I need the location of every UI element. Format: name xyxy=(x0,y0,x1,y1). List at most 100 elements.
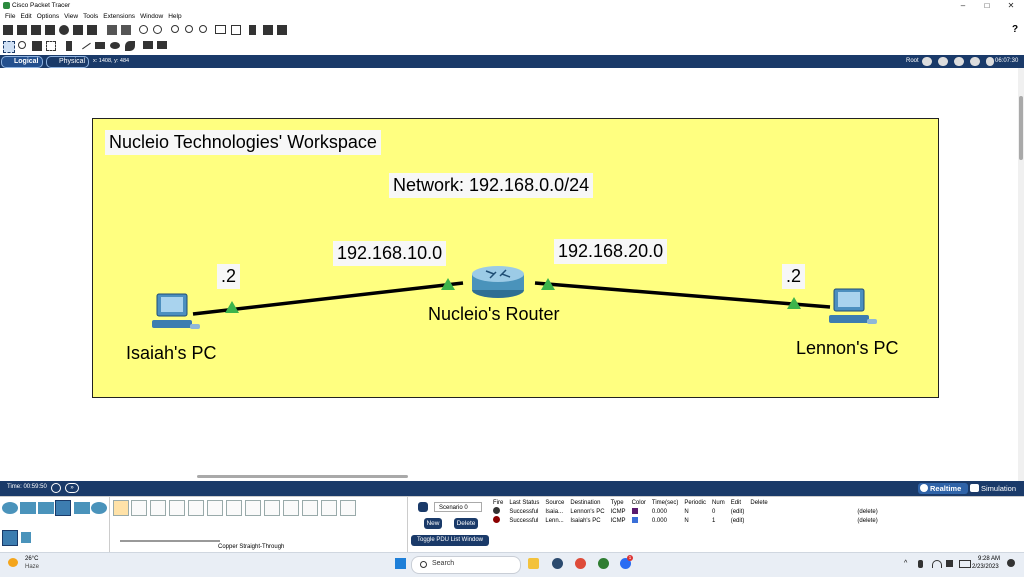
simulation-mode-button[interactable]: Simulation xyxy=(970,483,1023,494)
octal-cable-icon[interactable] xyxy=(283,500,299,516)
taskbar-search-box[interactable]: Search xyxy=(411,556,521,574)
show-hidden-icons[interactable]: ^ xyxy=(904,560,908,567)
zoom-in-icon[interactable] xyxy=(171,25,179,33)
phone-cable-icon[interactable] xyxy=(207,500,223,516)
menu-view[interactable]: View xyxy=(64,13,79,20)
close-button[interactable]: ✕ xyxy=(1007,1,1015,10)
taskbar-time[interactable]: 9:28 AM xyxy=(978,556,1001,562)
add-complex-pdu-icon[interactable] xyxy=(157,41,167,49)
link-router-lennon[interactable] xyxy=(534,281,831,309)
background-image-icon[interactable] xyxy=(970,57,980,66)
misc-icon[interactable] xyxy=(74,502,90,514)
subnet-left-note[interactable]: 192.168.10.0 xyxy=(333,241,447,266)
edge-dev-icon[interactable] xyxy=(598,558,609,569)
zoom-reset-icon[interactable] xyxy=(185,25,193,33)
fire-icon[interactable] xyxy=(493,507,500,514)
auto-connection-icon[interactable] xyxy=(113,500,129,516)
back-icon[interactable] xyxy=(922,57,932,66)
zoom-out-icon[interactable] xyxy=(199,25,207,33)
menu-extensions[interactable]: Extensions xyxy=(103,13,136,20)
fire-icon[interactable] xyxy=(493,516,500,523)
fiber-cable-icon[interactable] xyxy=(188,500,204,516)
menu-tools[interactable]: Tools xyxy=(83,13,99,20)
scenario-select[interactable]: Scenario 0 xyxy=(434,502,482,512)
physical-tab[interactable]: Physical xyxy=(46,56,90,68)
viewport-toggle-icon[interactable] xyxy=(986,57,994,66)
menu-edit[interactable]: Edit xyxy=(20,13,32,20)
new-scenario-button[interactable]: New xyxy=(424,518,442,529)
workspace-title-note[interactable]: Nucleio Technologies' Workspace xyxy=(105,130,381,155)
host-left-note[interactable]: .2 xyxy=(217,264,241,289)
packet-tracer-taskbar-icon[interactable] xyxy=(552,558,563,569)
draw-rectangle-icon[interactable] xyxy=(95,42,105,49)
network-info-icon[interactable] xyxy=(87,25,97,35)
delete-link[interactable]: (delete) xyxy=(857,508,878,515)
delete-icon[interactable] xyxy=(32,41,42,51)
weather-icon[interactable] xyxy=(8,558,18,567)
pc-icon[interactable] xyxy=(829,288,877,324)
add-pdu-icon[interactable] xyxy=(143,41,153,49)
crossover-cable-icon[interactable] xyxy=(169,500,185,516)
delete-link[interactable]: (delete) xyxy=(857,517,878,524)
menu-options[interactable]: Options xyxy=(36,13,60,20)
open-folder-icon[interactable] xyxy=(17,25,27,35)
notifications-icon[interactable] xyxy=(1007,559,1015,567)
image-icon[interactable] xyxy=(277,25,287,35)
menu-help[interactable]: Help xyxy=(168,13,182,20)
realtime-mode-button[interactable]: Realtime xyxy=(918,483,968,494)
wifi-icon[interactable] xyxy=(932,560,942,568)
network-devices-icon[interactable] xyxy=(2,502,18,514)
save-icon[interactable] xyxy=(31,25,41,35)
coaxial-cable-icon[interactable] xyxy=(226,500,242,516)
windows-start-icon[interactable] xyxy=(395,558,406,569)
draw-ellipse-icon[interactable] xyxy=(110,42,120,49)
microphone-icon[interactable] xyxy=(918,560,923,568)
horizontal-scroll-thumb[interactable] xyxy=(197,475,408,478)
end-devices-icon[interactable] xyxy=(20,502,36,514)
network-note[interactable]: Network: 192.168.0.0/24 xyxy=(389,173,594,198)
usb-cable-icon[interactable] xyxy=(321,500,337,516)
router-icon[interactable] xyxy=(472,266,524,298)
coax-wireless-icon[interactable] xyxy=(340,500,356,516)
power-cycle-icon[interactable] xyxy=(51,483,61,493)
subnet-right-note[interactable]: 192.168.20.0 xyxy=(554,239,668,264)
vertical-scroll-thumb[interactable] xyxy=(1019,96,1023,160)
serial-dte-icon[interactable] xyxy=(264,500,280,516)
undo-icon[interactable] xyxy=(139,25,148,34)
connections-category-icon[interactable] xyxy=(55,500,71,516)
chrome-icon[interactable] xyxy=(575,558,586,569)
connections-subcategory-icon[interactable] xyxy=(2,530,18,546)
delete-scenario-button[interactable]: Delete xyxy=(454,518,478,529)
activity-wizard-icon[interactable] xyxy=(73,25,83,35)
custom-devices-icon[interactable] xyxy=(231,25,241,35)
minimize-button[interactable]: – xyxy=(960,1,966,10)
components-icon[interactable] xyxy=(38,502,54,514)
new-file-icon[interactable] xyxy=(3,25,13,35)
cluster-icon[interactable] xyxy=(938,57,948,66)
serial-dce-icon[interactable] xyxy=(245,500,261,516)
resize-icon[interactable] xyxy=(46,41,56,51)
print-icon[interactable] xyxy=(45,25,55,35)
vertical-scrollbar[interactable] xyxy=(1018,68,1024,481)
volume-icon[interactable] xyxy=(946,560,953,567)
console-cable-icon[interactable] xyxy=(131,500,147,516)
inspect-icon[interactable] xyxy=(18,41,26,49)
place-note-icon[interactable] xyxy=(66,41,72,51)
menu-window[interactable]: Window xyxy=(140,13,164,20)
copy-icon[interactable] xyxy=(107,25,117,35)
battery-icon[interactable] xyxy=(959,560,971,568)
freeform-icon[interactable] xyxy=(125,41,135,51)
fast-forward-icon[interactable]: » xyxy=(65,483,79,493)
messenger-icon[interactable] xyxy=(620,558,631,569)
move-icon[interactable] xyxy=(954,57,964,66)
connection-scrollbar[interactable] xyxy=(120,540,220,542)
link-isaiah-router[interactable] xyxy=(192,281,464,316)
straight-through-cable-icon[interactable] xyxy=(150,500,166,516)
viewport-icon[interactable] xyxy=(263,25,273,35)
multiuser-icon[interactable] xyxy=(91,502,107,514)
help-icon[interactable]: ? xyxy=(1012,24,1019,35)
notes-icon[interactable] xyxy=(249,25,256,35)
file-explorer-icon[interactable] xyxy=(528,558,539,569)
menu-file[interactable]: File xyxy=(5,13,16,20)
pc-icon[interactable] xyxy=(152,293,200,329)
